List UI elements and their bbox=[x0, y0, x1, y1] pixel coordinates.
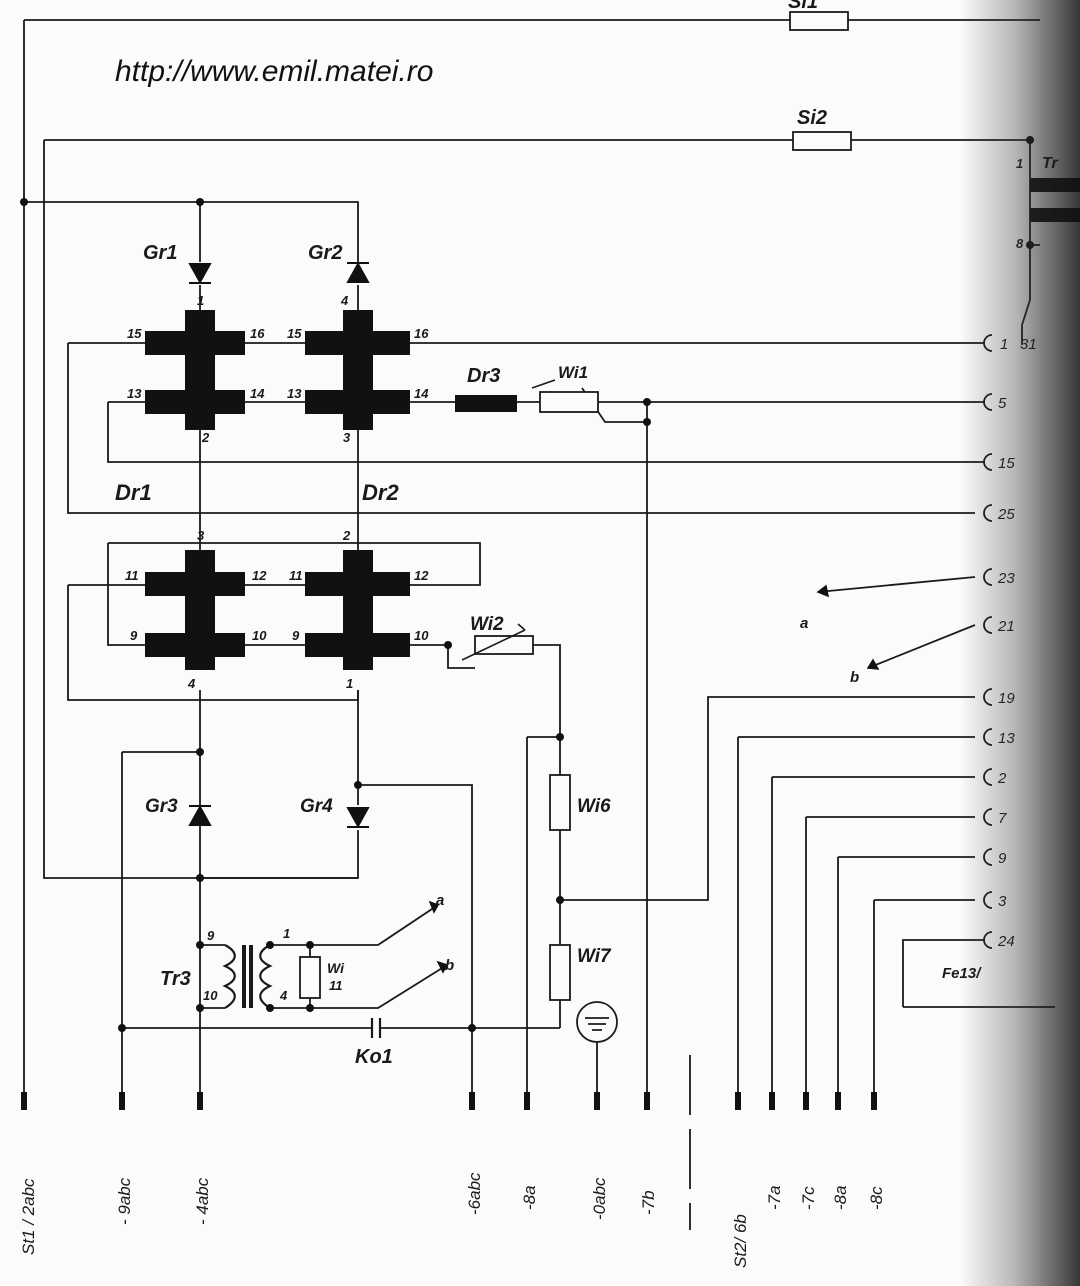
transductor-dr2-upper bbox=[305, 310, 410, 430]
pin-dr2-4: 4 bbox=[340, 293, 349, 308]
pin-tr3-9: 9 bbox=[207, 928, 215, 943]
bottom-terminal-8a-right: -8a bbox=[831, 1185, 850, 1210]
bottom-terminal-8c: -8c bbox=[867, 1186, 886, 1210]
pin-dr2-3: 3 bbox=[343, 430, 351, 445]
fuse-si2 bbox=[792, 131, 852, 151]
pin-dr2-15: 15 bbox=[287, 326, 302, 341]
label-signal-b-tr3: b bbox=[445, 957, 454, 974]
label-si2: Si2 bbox=[797, 107, 827, 129]
resistor-wi2 bbox=[474, 635, 534, 655]
pin-dr2-10: 10 bbox=[414, 628, 429, 643]
bottom-terminal-0abc: -0abc bbox=[590, 1177, 609, 1220]
label-si1: Si1 bbox=[788, 0, 818, 13]
bottom-terminal-8a: -8a bbox=[520, 1185, 539, 1210]
label-signal-a-tr3: a bbox=[436, 892, 444, 909]
bottom-terminal-st1: St1 / 2abc bbox=[19, 1178, 38, 1255]
transductor-dr1-upper bbox=[145, 310, 245, 430]
pin-dr1-11: 11 bbox=[125, 568, 139, 583]
pin-dr2-14: 14 bbox=[414, 386, 429, 401]
pin-dr2-2: 2 bbox=[342, 528, 351, 543]
pin-dr1-14: 14 bbox=[250, 386, 265, 401]
label-wi1: Wi1 bbox=[558, 363, 588, 382]
resistor-wi6 bbox=[549, 774, 571, 831]
pin-dr1-13: 13 bbox=[127, 386, 142, 401]
pin-dr2-9: 9 bbox=[292, 628, 300, 643]
pin-dr2-16: 16 bbox=[414, 326, 429, 341]
bottom-terminal-7a: -7a bbox=[765, 1185, 784, 1210]
bottom-terminal-pins bbox=[21, 1092, 877, 1110]
diode-gr4 bbox=[346, 807, 370, 829]
ground-icon bbox=[576, 1001, 618, 1043]
scan-shadow bbox=[960, 0, 1080, 1286]
resistor-wi1 bbox=[539, 391, 599, 413]
resistor-wi bbox=[299, 956, 321, 999]
label-gr1: Gr1 bbox=[143, 242, 177, 264]
diode-gr3 bbox=[188, 804, 212, 826]
pin-dr1-12: 12 bbox=[252, 568, 267, 583]
pin-dr2-13: 13 bbox=[287, 386, 302, 401]
bottom-terminal-st2: St2/ 6b bbox=[731, 1214, 750, 1268]
pin-dr1-10: 10 bbox=[252, 628, 267, 643]
pin-dr1-15: 15 bbox=[127, 326, 142, 341]
pin-tr3-10: 10 bbox=[203, 988, 218, 1003]
bottom-terminal-6abc: -6abc bbox=[465, 1172, 484, 1215]
bottom-terminal-4abc: - 4abc bbox=[193, 1177, 212, 1225]
bottom-terminal-7c: -7c bbox=[799, 1186, 818, 1210]
pin-dr2-12: 12 bbox=[414, 568, 429, 583]
watermark-url: http://www.emil.matei.ro bbox=[115, 55, 434, 88]
fuse-si1 bbox=[789, 11, 849, 31]
pin-dr1-1: 1 bbox=[197, 293, 204, 308]
label-wi2: Wi2 bbox=[470, 614, 504, 635]
bottom-terminal-7b: -7b bbox=[639, 1190, 658, 1215]
pin-dr1-16: 16 bbox=[250, 326, 265, 341]
pin-dr2-11: 11 bbox=[289, 568, 303, 583]
pin-dr1-2: 2 bbox=[201, 430, 210, 445]
label-gr3: Gr3 bbox=[145, 796, 178, 817]
label-dr3: Dr3 bbox=[467, 365, 500, 387]
pin-tr3-1: 1 bbox=[283, 926, 290, 941]
pin-dr1-9: 9 bbox=[130, 628, 138, 643]
pin-tr3-4: 4 bbox=[279, 988, 288, 1003]
pin-dr2-1: 1 bbox=[346, 676, 353, 691]
label-wi6: Wi6 bbox=[577, 796, 611, 817]
transductor-dr1-lower bbox=[145, 550, 245, 670]
resistor-wi7 bbox=[549, 944, 571, 1001]
label-gr2: Gr2 bbox=[308, 242, 342, 264]
pin-dr1-3: 3 bbox=[197, 528, 205, 543]
label-wi: Wi bbox=[327, 960, 345, 976]
label-tr3: Tr3 bbox=[160, 968, 191, 990]
label-signal-b: b bbox=[850, 669, 859, 686]
diode-gr2 bbox=[346, 261, 370, 283]
label-ko1: Ko1 bbox=[355, 1046, 393, 1068]
pin-dr1-4: 4 bbox=[187, 676, 196, 691]
bottom-terminal-9abc: - 9abc bbox=[115, 1177, 134, 1225]
transductor-dr2-lower bbox=[305, 550, 410, 670]
diode-gr1 bbox=[188, 263, 212, 285]
label-signal-a: a bbox=[800, 615, 808, 632]
label-wi7: Wi7 bbox=[577, 946, 612, 967]
label-dr1: Dr1 bbox=[115, 480, 152, 505]
transformer-tr3 bbox=[222, 944, 273, 1009]
capacitor-ko1 bbox=[370, 1018, 382, 1038]
pin-wi-11: 11 bbox=[329, 978, 343, 993]
choke-dr3 bbox=[455, 395, 517, 412]
label-gr4: Gr4 bbox=[300, 796, 333, 817]
label-dr2: Dr2 bbox=[362, 480, 399, 505]
